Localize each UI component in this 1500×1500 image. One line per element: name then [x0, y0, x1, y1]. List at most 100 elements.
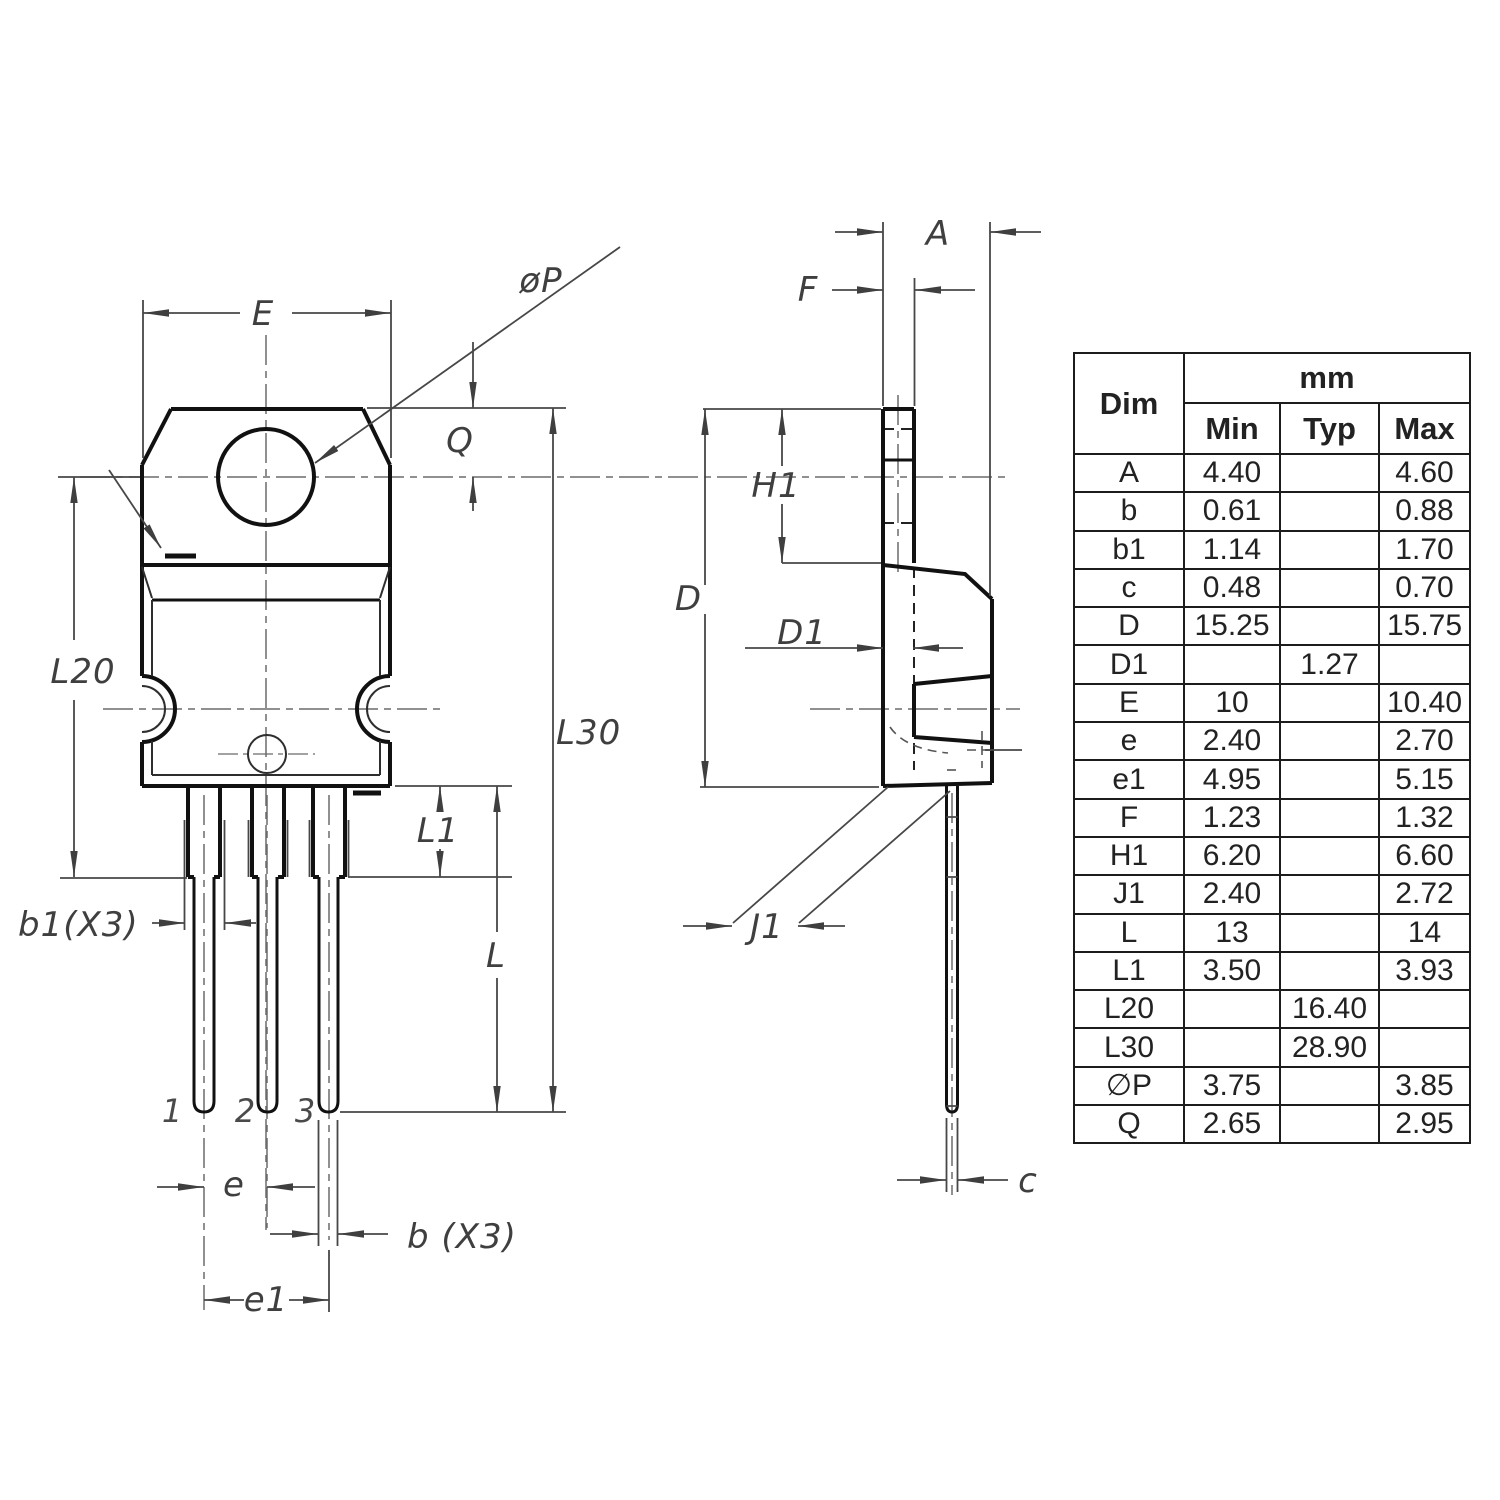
- dim-label-L20: L20: [50, 652, 115, 692]
- dim-cell: e1: [1073, 759, 1185, 800]
- min-cell: 2.65: [1183, 1104, 1281, 1145]
- typ-cell: [1279, 950, 1380, 992]
- col-header-unit: mm: [1183, 352, 1471, 404]
- typ-cell: [1279, 682, 1380, 724]
- dim-cell: D: [1073, 606, 1185, 647]
- typ-cell: [1279, 491, 1380, 532]
- min-cell: [1183, 1027, 1281, 1068]
- dim-c: c: [897, 1118, 1038, 1201]
- max-cell: [1378, 1027, 1471, 1068]
- dim-cell: F: [1073, 797, 1185, 838]
- dim-cell: L: [1073, 912, 1185, 953]
- max-cell: 4.60: [1378, 452, 1471, 494]
- dim-cell: L1: [1073, 950, 1185, 992]
- dim-cell: b: [1073, 491, 1185, 532]
- lead-form-phantom: [889, 726, 994, 771]
- min-cell: 1.14: [1183, 529, 1281, 570]
- min-cell: 1.23: [1183, 797, 1281, 838]
- typ-cell: [1279, 874, 1380, 915]
- typ-cell: [1279, 567, 1380, 609]
- pin-number-2: 2: [235, 1092, 255, 1130]
- dim-D: D: [675, 409, 879, 788]
- min-cell: 15.25: [1183, 606, 1281, 647]
- min-cell: 6.20: [1183, 835, 1281, 877]
- min-cell: 3.50: [1183, 950, 1281, 992]
- dim-label-oP: øP: [518, 261, 562, 301]
- max-cell: 14: [1378, 912, 1471, 953]
- typ-cell: 16.40: [1279, 989, 1380, 1030]
- dim-cell: H1: [1073, 835, 1185, 877]
- dim-cell: A: [1073, 452, 1185, 494]
- min-cell: 3.75: [1183, 1065, 1281, 1107]
- typ-cell: [1279, 797, 1380, 838]
- min-cell: 10: [1183, 682, 1281, 724]
- dim-F: F: [798, 270, 975, 406]
- pin-number-1: 1: [162, 1092, 182, 1130]
- max-cell: [1378, 644, 1471, 685]
- dim-cell: ∅P: [1073, 1065, 1185, 1107]
- max-cell: 0.88: [1378, 491, 1471, 532]
- min-cell: [1183, 644, 1281, 685]
- dim-H1: H1: [703, 408, 881, 564]
- typ-cell: [1279, 721, 1380, 762]
- pin-number-3: 3: [295, 1092, 315, 1130]
- dim-cell: e: [1073, 721, 1185, 762]
- dim-label-D1: D1: [777, 613, 827, 653]
- dim-label-D: D: [675, 579, 702, 619]
- dim-cell: Q: [1073, 1104, 1185, 1145]
- dim-E: E: [142, 294, 392, 458]
- min-cell: [1183, 989, 1281, 1030]
- dim-label-F: F: [798, 270, 819, 310]
- dim-label-L: L: [486, 936, 506, 976]
- typ-cell: [1279, 529, 1380, 570]
- dim-label-L30: L30: [556, 713, 621, 753]
- min-cell: 0.48: [1183, 567, 1281, 609]
- dim-label-b: b (X3): [407, 1217, 517, 1257]
- typ-cell: [1279, 835, 1380, 877]
- min-cell: 2.40: [1183, 874, 1281, 915]
- max-cell: 2.72: [1378, 874, 1471, 915]
- min-cell: 2.40: [1183, 721, 1281, 762]
- typ-cell: 28.90: [1279, 1027, 1380, 1068]
- min-cell: 0.61: [1183, 491, 1281, 532]
- side-lead: [945, 786, 959, 1114]
- dim-D1: D1: [745, 613, 963, 653]
- dim-label-A: A: [924, 214, 950, 254]
- lead-2: [247, 786, 289, 1114]
- typ-cell: [1279, 1065, 1380, 1107]
- max-cell: [1378, 989, 1471, 1030]
- max-cell: 5.15: [1378, 759, 1471, 800]
- front-inner-border: [141, 600, 391, 776]
- col-header-min: Min: [1183, 402, 1281, 455]
- dim-cell: E: [1073, 682, 1185, 724]
- col-header-typ: Typ: [1279, 402, 1380, 455]
- dim-label-J1: J1: [744, 907, 784, 947]
- dim-b: b (X3): [270, 1120, 517, 1257]
- min-cell: 4.95: [1183, 759, 1281, 800]
- front-view: 1 2 3 E øP Q L20: [18, 246, 1005, 1320]
- dim-label-c: c: [1018, 1161, 1038, 1201]
- typ-cell: [1279, 606, 1380, 647]
- max-cell: 3.93: [1378, 950, 1471, 992]
- ejector-mark-circle: [247, 734, 287, 774]
- max-cell: 6.60: [1378, 835, 1471, 877]
- max-cell: 1.70: [1378, 529, 1471, 570]
- typ-cell: [1279, 452, 1380, 494]
- dim-cell: c: [1073, 567, 1185, 609]
- dim-b1: b1(X3): [18, 905, 256, 945]
- col-header-max: Max: [1378, 402, 1471, 455]
- dim-L30: L30: [340, 408, 621, 1113]
- max-cell: 1.32: [1378, 797, 1471, 838]
